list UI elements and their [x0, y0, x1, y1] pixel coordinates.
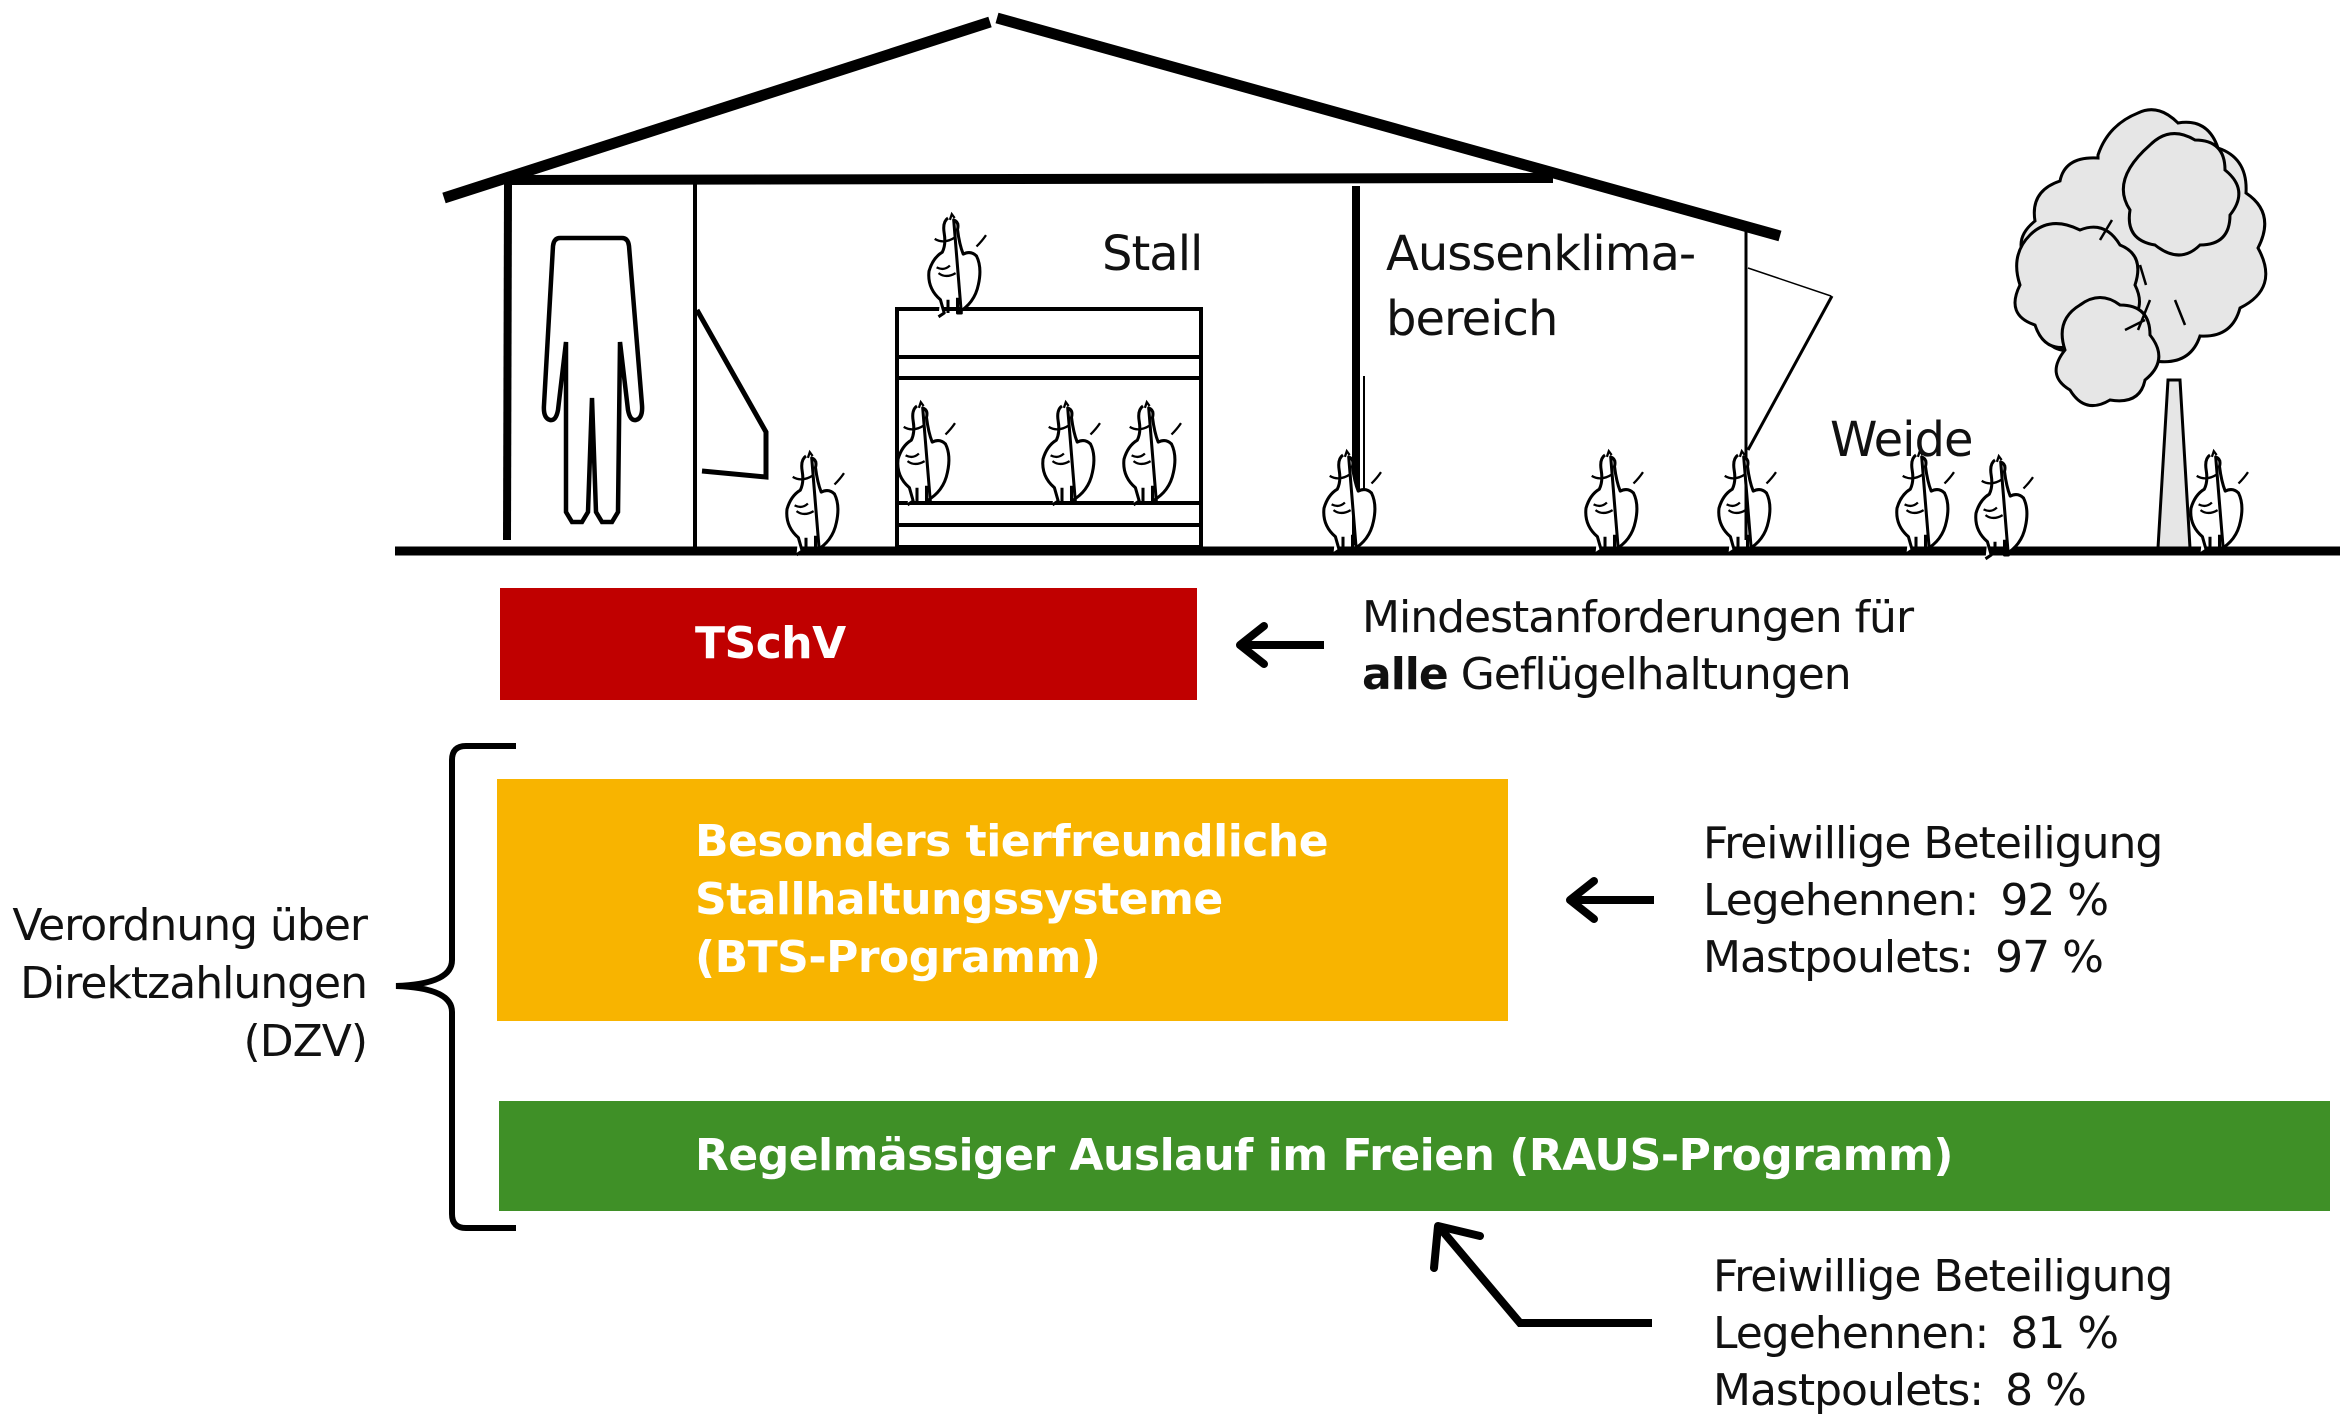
bts-bar: Besonders tierfreundliche Stallhaltungss… — [497, 779, 1508, 1021]
tree-icon — [2013, 108, 2268, 550]
bts-label-line1: Besonders tierfreundliche — [695, 816, 1329, 867]
bts-label-line3: (BTS-Programm) — [695, 932, 1101, 983]
dzv-line1: Verordnung über — [12, 900, 368, 951]
bts-row-value: 97 % — [1995, 932, 2104, 983]
label-aussenklima-line1: Aussenklima- — [1386, 226, 1696, 282]
hen-icon — [1041, 400, 1102, 507]
raus-participation-title: Freiwillige Beteiligung — [1713, 1251, 2173, 1302]
tschv-note-line1: Mindestanforderungen für — [1362, 592, 1914, 643]
bts-row-name: Legehennen: — [1703, 875, 1979, 926]
raus-row-value: 81 % — [2010, 1308, 2119, 1359]
hen-icon — [896, 400, 957, 507]
arrow-up-left-icon — [1430, 1222, 1652, 1327]
bts-participation-title: Freiwillige Beteiligung — [1703, 818, 2163, 869]
label-stall: Stall — [1102, 226, 1203, 282]
label-aussenklima-line2: bereich — [1386, 291, 1558, 347]
bts-label-line2: Stallhaltungssysteme — [695, 874, 1223, 925]
label-weide: Weide — [1830, 412, 1974, 468]
raus-row-name: Legehennen: — [1713, 1308, 1989, 1359]
raus-row-value: 8 % — [2005, 1365, 2087, 1416]
raus-label: Regelmässiger Auslauf im Freien (RAUS-Pr… — [695, 1130, 1953, 1181]
tschv-note-bold: alle — [1362, 649, 1449, 700]
hen-icon — [1122, 400, 1183, 507]
tschv-note-line2: Geflügelhaltungen — [1447, 649, 1852, 700]
barn-icon — [442, 12, 1834, 549]
person-icon — [541, 235, 645, 525]
curly-brace-icon — [395, 743, 516, 1231]
tschv-note: Mindestanforderungen für alle Geflügelha… — [1362, 589, 1914, 703]
bts-row-value: 92 % — [2000, 875, 2109, 926]
hen-icon — [1717, 449, 1778, 556]
raus-row-name: Mastpoulets: — [1713, 1365, 1984, 1416]
dzv-line3: (DZV) — [243, 1016, 368, 1067]
arrow-left-icon — [1236, 622, 1324, 668]
bts-row-name: Mastpoulets: — [1703, 932, 1974, 983]
hen-icon — [1584, 449, 1645, 556]
hen-icon — [2189, 449, 2250, 556]
raus-participation: Freiwillige Beteiligung Legehennen:81 % … — [1713, 1248, 2173, 1419]
hen-icon — [1322, 449, 1383, 556]
hen-icon — [785, 450, 846, 557]
dzv-label: Verordnung über Direktzahlungen (DZV) — [12, 897, 368, 1071]
hen-icon — [927, 212, 988, 319]
dzv-line2: Direktzahlungen — [20, 958, 368, 1009]
hen-icon — [1974, 454, 2035, 561]
tschv-label: TSchV — [695, 618, 846, 669]
tschv-bar: TSchV — [500, 588, 1197, 700]
bts-participation: Freiwillige Beteiligung Legehennen:92 % … — [1703, 815, 2163, 986]
raus-bar: Regelmässiger Auslauf im Freien (RAUS-Pr… — [499, 1101, 2330, 1211]
arrow-left-icon — [1566, 877, 1654, 923]
